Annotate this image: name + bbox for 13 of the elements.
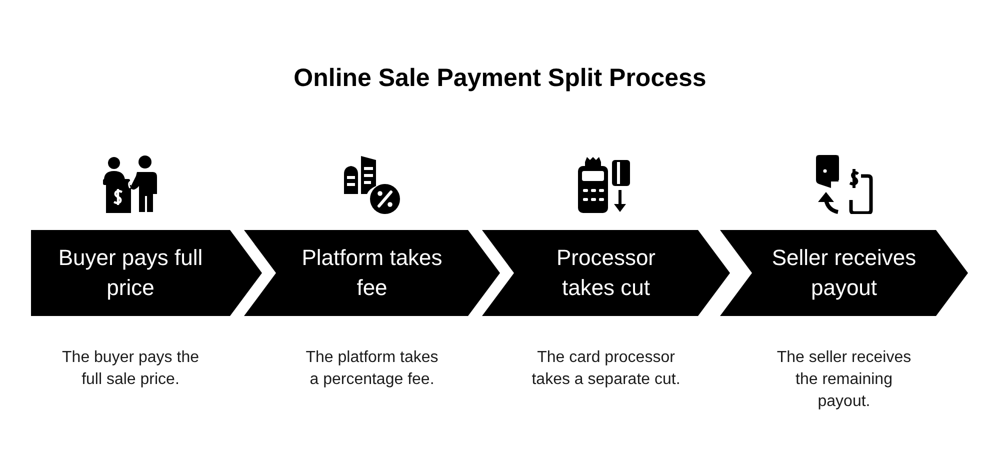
step-label: Platform takes fee [300,244,444,302]
step-description: The seller receives the remaining payout. [776,348,912,412]
chevron-step [244,230,500,316]
step-description: The card processor takes a separate cut. [530,348,682,390]
step-label: Seller receives payout [770,244,918,302]
chevron-step [482,230,730,316]
chevron-step [720,230,968,316]
chevron-step [31,230,262,316]
step-label: Buyer pays full price [57,244,204,302]
step-description: The buyer pays the full sale price. [61,348,200,390]
step-description: The platform takes a percentage fee. [304,348,440,390]
diagram-title: Online Sale Payment Split Process [292,63,708,94]
step-label: Processor takes cut [555,244,657,302]
